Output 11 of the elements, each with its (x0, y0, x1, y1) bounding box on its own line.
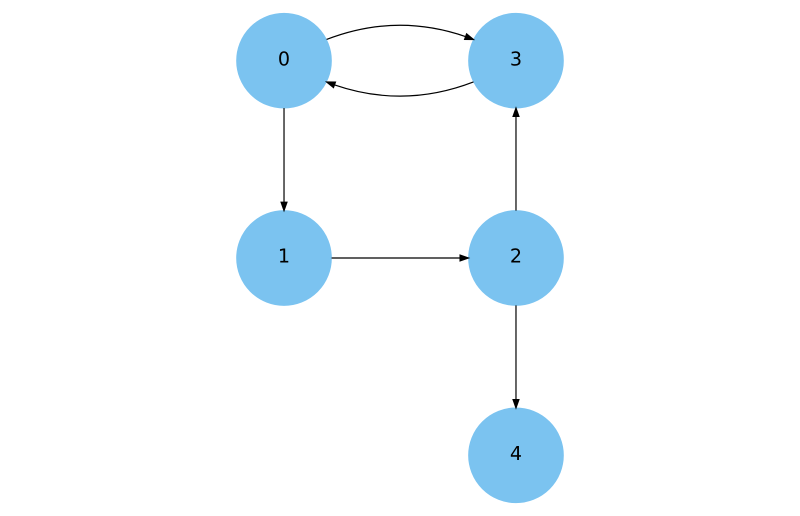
node-circle: 0 (236, 12, 332, 109)
node-circle: 4 (468, 407, 564, 504)
node-circle: 1 (236, 210, 332, 306)
arrow (280, 108, 288, 212)
node-circle: 3 (468, 12, 564, 109)
arrow (324, 81, 474, 97)
arrow (512, 305, 520, 410)
arrow (326, 24, 476, 40)
arrow (332, 254, 470, 262)
node-circle: 2 (468, 210, 564, 306)
arrow (512, 106, 520, 211)
